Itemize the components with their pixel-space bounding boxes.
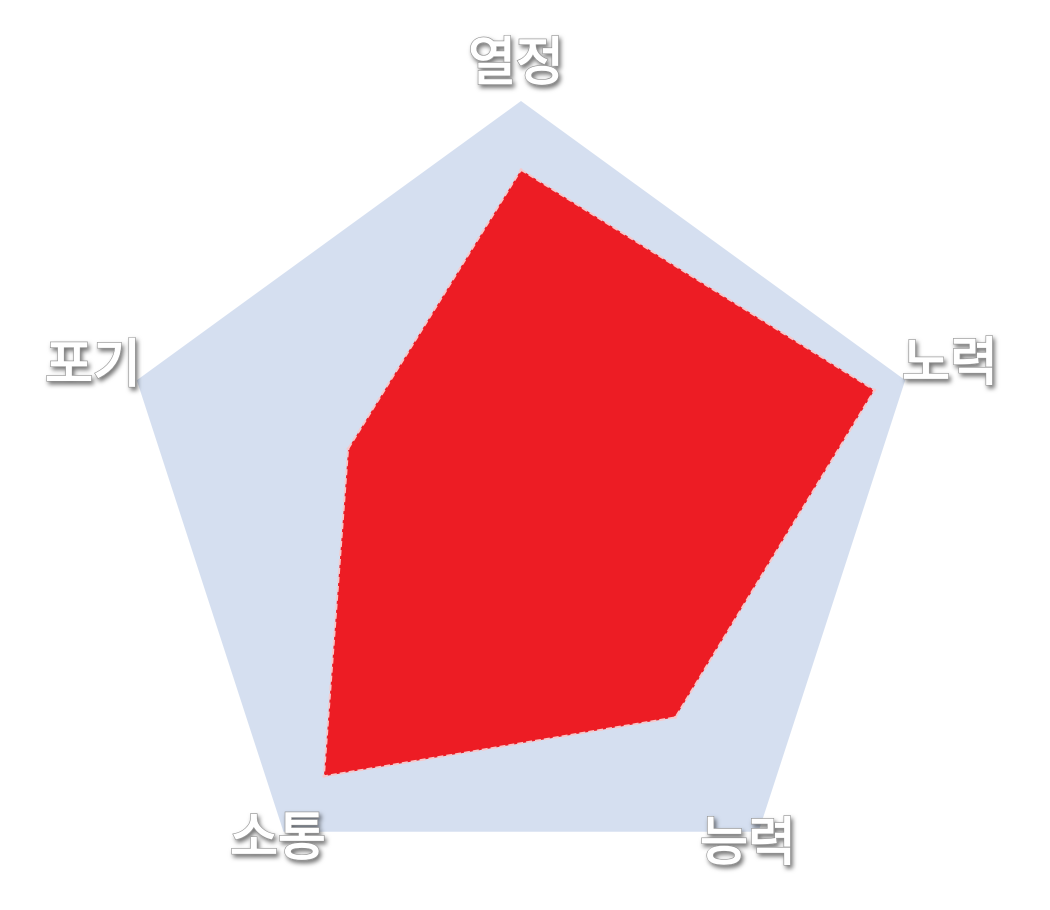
radar-axis-label: 포기 [45,334,141,395]
radar-series-area [322,168,876,778]
radar-point [873,388,876,392]
radar-point [673,715,677,719]
radar-axis-label: 능력 [700,812,796,873]
radar-axis-label: 노력 [902,332,998,393]
radar-point [322,774,326,778]
radar-axis-label: 소통 [230,807,326,868]
radar-point [519,168,523,172]
radar-point [346,447,350,451]
radar-axis-label: 열정 [468,32,564,93]
radar-series-layer [322,168,876,778]
